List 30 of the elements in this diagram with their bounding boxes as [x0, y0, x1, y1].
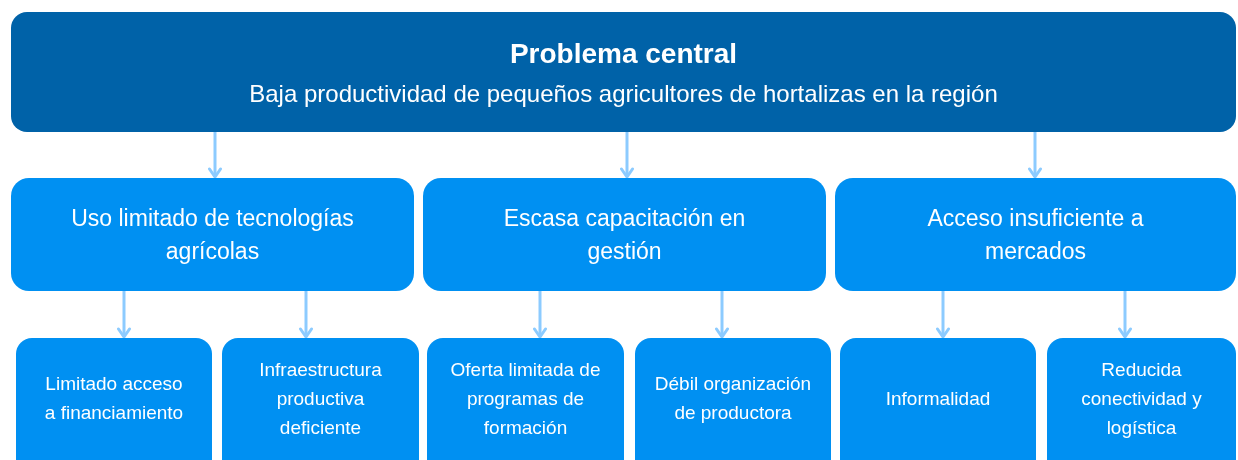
box-text: Reducida conectividad y logística — [1080, 357, 1203, 440]
arrow — [299, 291, 313, 339]
cause-box — [222, 338, 419, 460]
box-text: Infraestructura productiva deficiente — [258, 357, 383, 440]
arrow — [533, 291, 547, 339]
box-text: Baja productividad de pequeños agricultores de hortalizas en la región — [249, 79, 998, 109]
cause-box — [840, 338, 1036, 460]
box-text: Débil organización de productora — [653, 372, 813, 425]
cause-box — [16, 338, 212, 460]
cause-box — [427, 338, 624, 460]
arrow — [1118, 291, 1132, 339]
arrow — [1028, 132, 1042, 179]
arrow — [208, 132, 222, 179]
box-text: Informalidad — [885, 386, 991, 411]
arrow — [117, 291, 131, 339]
box-text: Acceso insuficiente a mercados — [926, 203, 1145, 266]
cause-box — [11, 178, 414, 291]
arrow — [620, 132, 634, 179]
cause-box — [635, 338, 831, 460]
cause-box — [1047, 338, 1236, 460]
cause-box — [423, 178, 826, 291]
arrow — [936, 291, 950, 339]
box-text: Uso limitado de tecnologías agrícolas — [70, 203, 355, 266]
box-text: Oferta limitada de programas de formación — [449, 357, 602, 440]
cause-box — [835, 178, 1236, 291]
arrow — [715, 291, 729, 339]
problem-box — [11, 12, 1236, 132]
heading: Problema central — [509, 37, 738, 71]
box-text: Limitado acceso a financiamiento — [43, 372, 185, 425]
box-text: Escasa capacitación en gestión — [502, 203, 747, 266]
